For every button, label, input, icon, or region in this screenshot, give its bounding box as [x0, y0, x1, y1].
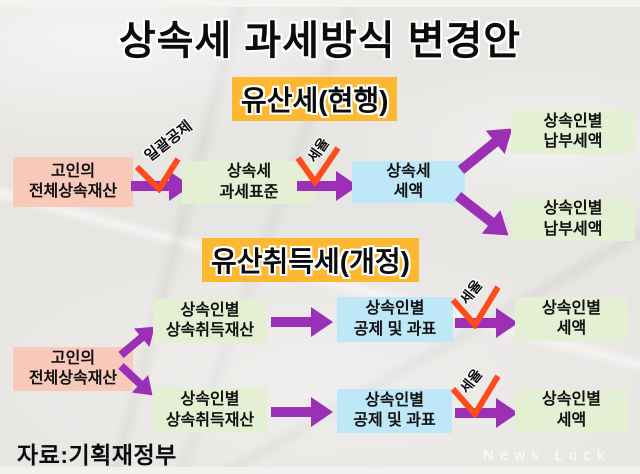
arrow-label-tax-rate-top: 세율: [456, 276, 486, 308]
source-credit: 자료:기획재정부: [17, 442, 177, 468]
watermark: News Lock: [483, 447, 611, 464]
box-deduction-base-bottom: 상속인별 공제 및 과표: [337, 389, 452, 433]
arrow-shaft: [271, 317, 313, 327]
section-header-revised: 유산취득세(개정): [202, 238, 419, 282]
arrow-shaft: [455, 408, 498, 418]
flow-arrow-down-to-heir-payment: [454, 192, 518, 248]
box-heir-tax-top: 상속인별 세액: [515, 297, 628, 341]
arrow-label-tax-rate-bottom: 세율: [456, 365, 486, 397]
box-heir-payment-bottom: 상속인별 납부세액: [511, 198, 635, 241]
section-header-current: 유산세(현행): [232, 77, 398, 121]
box-deceased-estate-revised: 고인의 전체상속재산: [13, 347, 133, 391]
box-heir-acquired-bottom: 상속인별 상속취득재산: [153, 388, 267, 433]
arrow-head-icon: [311, 397, 333, 427]
box-tax-base: 상속세 과세표준: [182, 161, 316, 204]
box-deceased-estate-current: 고인의 전체상속재산: [13, 157, 133, 207]
arrow-shaft: [271, 407, 313, 417]
flow-arrow-up-to-heir-payment: [457, 116, 522, 174]
arrow-head-icon: [311, 307, 333, 337]
box-tax-amount: 상속세 세액: [352, 161, 465, 203]
arrow-shaft: [455, 318, 498, 328]
box-heir-tax-bottom: 상속인별 세액: [515, 389, 628, 432]
box-heir-payment-top: 상속인별 납부세액: [511, 110, 635, 154]
box-heir-acquired-top: 상속인별 상속취득재산: [153, 299, 267, 343]
arrow-shaft: [131, 181, 171, 191]
box-deduction-base-top: 상속인별 공제 및 과표: [337, 297, 453, 342]
arrow-label-tax-rate-current: 세율: [304, 134, 332, 166]
page-title: 상속세 과세방식 변경안: [118, 19, 522, 63]
